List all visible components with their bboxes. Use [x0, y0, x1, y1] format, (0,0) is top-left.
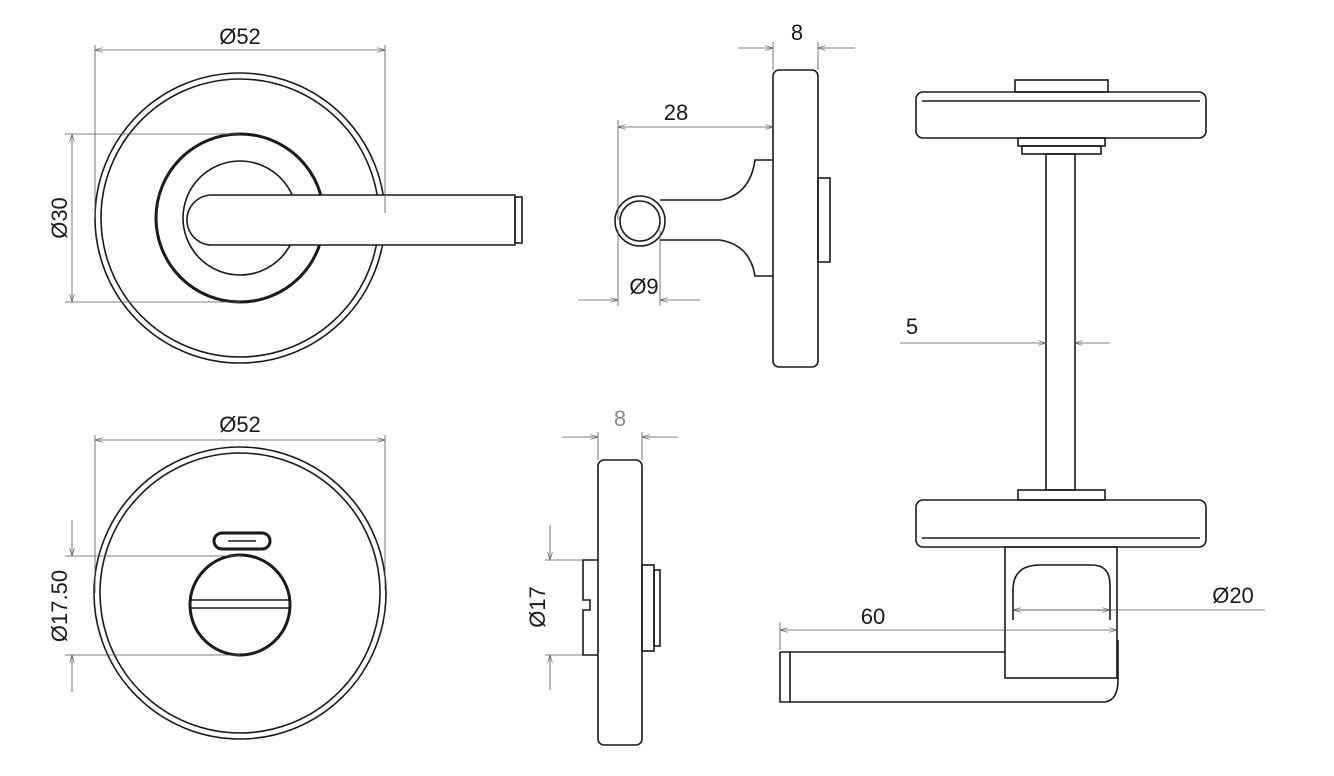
front-view-lever: Ø52 Ø30: [47, 24, 523, 364]
side-view-lever: 8 28 Ø9: [578, 20, 855, 368]
dim-lever-60: 60: [861, 604, 885, 629]
dim-diameter-30: Ø30: [47, 197, 72, 239]
dim-diameter-52: Ø52: [219, 24, 261, 49]
dim-diameter-17: Ø17: [525, 586, 550, 628]
dim-thickness-8: 8: [791, 20, 803, 45]
dim-diameter-9: Ø9: [629, 274, 658, 299]
dim-diameter-17-50: Ø17.50: [47, 570, 72, 642]
side-view-turn: 8 Ø17: [525, 406, 678, 746]
dim-spindle-5: 5: [906, 314, 918, 339]
assembly-view: 5 Ø20 60: [779, 79, 1265, 703]
dim-diameter-52-bottom: Ø52: [219, 412, 261, 437]
dim-projection-28: 28: [664, 100, 688, 125]
dim-diameter-20: Ø20: [1212, 583, 1254, 608]
dim-thickness-8-bottom: 8: [614, 406, 626, 431]
front-view-turn: Ø52 Ø17.50: [47, 412, 387, 740]
